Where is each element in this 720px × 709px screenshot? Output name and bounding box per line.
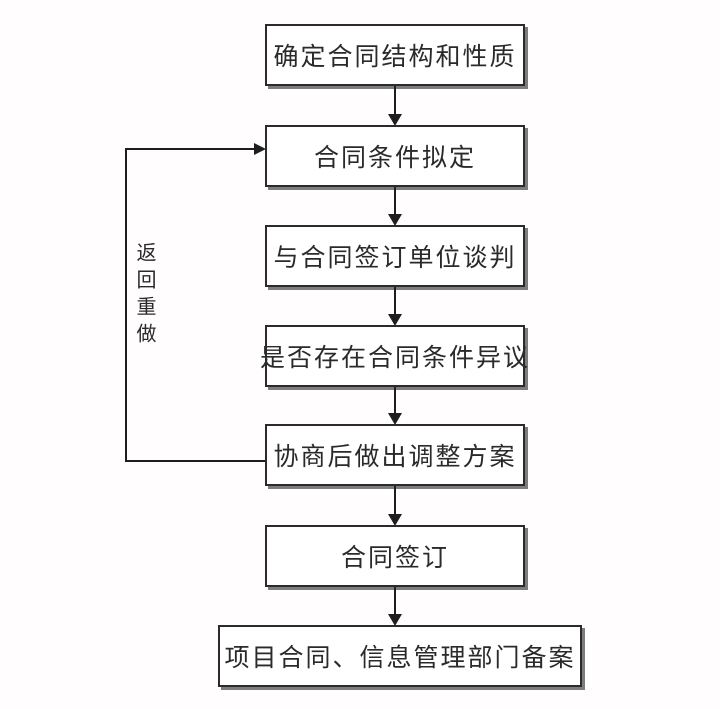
arrow-shaft <box>394 587 396 614</box>
arrowhead-down-icon <box>388 314 402 326</box>
arrow-shaft <box>394 187 396 214</box>
arrow-down-icon <box>388 387 402 425</box>
flow-node-sign-contract: 合同签订 <box>265 525 525 587</box>
flow-node-adjustment-plan: 协商后做出调整方案 <box>265 424 525 486</box>
arrow-shaft <box>394 86 396 114</box>
loop-line-bottom <box>125 460 265 462</box>
arrow-shaft <box>394 486 396 514</box>
flow-node-negotiate: 与合同签订单位谈判 <box>265 225 525 287</box>
arrow-down-icon <box>388 587 402 626</box>
arrowhead-right-icon <box>254 143 266 155</box>
loop-label-redo: 返回重做 <box>133 242 155 350</box>
arrowhead-down-icon <box>388 413 402 425</box>
flow-node-draft-conditions: 合同条件拟定 <box>265 125 525 187</box>
flow-node-determine-structure: 确定合同结构和性质 <box>265 24 525 86</box>
arrow-shaft <box>394 287 396 314</box>
arrowhead-down-icon <box>388 514 402 526</box>
arrowhead-down-icon <box>388 214 402 226</box>
arrow-shaft <box>394 387 396 413</box>
arrow-down-icon <box>388 187 402 226</box>
arrowhead-down-icon <box>388 614 402 626</box>
arrow-down-icon <box>388 86 402 126</box>
arrow-down-icon <box>388 287 402 326</box>
arrowhead-down-icon <box>388 114 402 126</box>
flow-node-filing: 项目合同、信息管理部门备案 <box>218 625 582 687</box>
flow-node-objection-check: 是否存在合同条件异议 <box>260 325 528 387</box>
loop-line-top <box>125 148 254 150</box>
loop-line-vertical <box>125 148 127 462</box>
arrow-down-icon <box>388 486 402 526</box>
